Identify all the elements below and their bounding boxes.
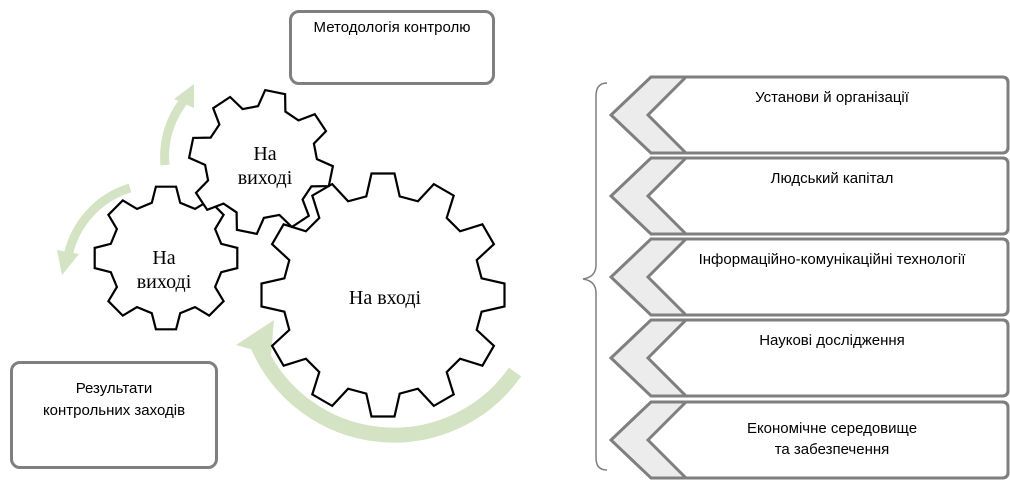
factor-research-line1: Наукові дослідження bbox=[759, 332, 905, 349]
cycle-arrow-top-head bbox=[174, 84, 194, 108]
results-label-line2: контрольних заходів bbox=[42, 402, 186, 419]
gear-input-label-text: На вході bbox=[348, 287, 422, 309]
gear-output-left-label: На виході bbox=[124, 246, 204, 294]
gear-output-left-label-line2: виході bbox=[136, 271, 192, 293]
cycle-arrow-bottom-head bbox=[236, 320, 274, 355]
cycle-arrow-left bbox=[63, 183, 132, 257]
results-box: Результати контрольних заходів bbox=[10, 361, 218, 469]
factor-institutions-line1: Установи й організації bbox=[755, 89, 909, 106]
factor-chevrons bbox=[608, 75, 1010, 480]
gear-output-left-label-line1: На bbox=[152, 247, 176, 269]
factor-human-capital: Людський капітал bbox=[662, 168, 1002, 189]
factor-panel-4 bbox=[645, 318, 1010, 398]
factor-panel-1 bbox=[645, 75, 1010, 155]
results-label-line1: Результати bbox=[75, 380, 153, 397]
factor-panel-5 bbox=[645, 400, 1010, 480]
factor-human-capital-line1: Людський капітал bbox=[770, 170, 894, 187]
cycle-arrow-bottom bbox=[251, 343, 522, 443]
cycle-arrow-top bbox=[160, 99, 187, 166]
factor-economic-environment-line1: Економічне середовище bbox=[746, 420, 918, 437]
gear-output-top-label-line2: виході bbox=[237, 167, 293, 189]
gear-output-top bbox=[187, 88, 335, 236]
factor-panel-2 bbox=[645, 156, 1010, 236]
factor-panel-3 bbox=[645, 237, 1010, 317]
factor-research: Наукові дослідження bbox=[662, 330, 1002, 351]
gear-input bbox=[260, 172, 506, 418]
factor-institutions: Установи й організації bbox=[662, 87, 1002, 108]
methodology-box: Методологія контролю bbox=[289, 10, 495, 85]
factor-ict-line1: Інформаційно-комунікаційні технології bbox=[698, 251, 966, 268]
factors-brace bbox=[582, 82, 608, 471]
factor-economic-environment: Економічне середовище та забезпечення bbox=[662, 418, 1002, 460]
methodology-label: Методологія контролю bbox=[313, 19, 471, 36]
factor-ict: Інформаційно-комунікаційні технології bbox=[662, 249, 1002, 270]
factor-economic-environment-line2: та забезпечення bbox=[774, 441, 890, 458]
gear-output-top-label-line1: На bbox=[253, 143, 277, 165]
gear-output-top-label: На виході bbox=[225, 142, 305, 190]
gear-input-label: На вході bbox=[310, 286, 460, 310]
cycle-arrow-left-head bbox=[57, 250, 79, 275]
